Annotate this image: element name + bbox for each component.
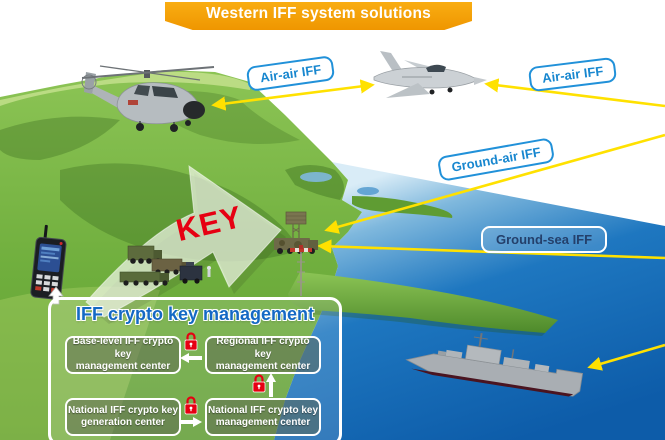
island bbox=[352, 196, 453, 218]
peninsula-shadow bbox=[306, 310, 545, 336]
padlock-icon bbox=[252, 374, 266, 393]
padlock-icon bbox=[184, 396, 198, 415]
label-text: Air-air IFF bbox=[259, 61, 323, 86]
label-text: Air-air IFF bbox=[541, 63, 605, 86]
label-text: Ground-sea IFF bbox=[496, 232, 593, 247]
flow-arrow-up-icon bbox=[266, 373, 276, 397]
box-text: National IFF crypto key bbox=[67, 404, 179, 416]
ship-link bbox=[587, 343, 665, 371]
crypto-key-management-panel: IFF crypto key management Base-level IFF… bbox=[48, 297, 342, 440]
box-text: management center bbox=[215, 361, 311, 373]
box-text: generation center bbox=[81, 417, 165, 428]
title-banner: Western IFF system solutions bbox=[165, 2, 472, 30]
box-text: National IFF crypto key bbox=[207, 404, 319, 416]
box-text: Regional IFF crypto key bbox=[216, 336, 310, 360]
sea-inlet bbox=[357, 187, 379, 195]
base-level-center-box: Base-level IFF crypto key management cen… bbox=[65, 336, 181, 374]
national-generation-center-box: National IFF crypto key generation cente… bbox=[65, 398, 181, 436]
sea-inlet bbox=[300, 172, 332, 182]
regional-center-box: Regional IFF crypto key management cente… bbox=[205, 336, 321, 374]
fighter-jet bbox=[373, 51, 487, 98]
flow-arrow-right-icon bbox=[180, 417, 202, 427]
box-text: Base-level IFF crypto key bbox=[72, 336, 174, 360]
mountain-shadow bbox=[0, 116, 120, 160]
helicopter bbox=[81, 65, 215, 132]
coast-hills bbox=[285, 165, 344, 200]
antenna-mast bbox=[290, 245, 312, 296]
ground-sea-iff-label: Ground-sea IFF bbox=[481, 226, 608, 253]
ridge-highlight bbox=[0, 71, 250, 106]
ground-air-link bbox=[324, 133, 665, 234]
handheld-crypto-terminal bbox=[30, 224, 67, 300]
panel-title: IFF crypto key management bbox=[75, 304, 315, 324]
military-vehicle-convoy bbox=[119, 245, 211, 286]
air-air-link-left bbox=[211, 79, 375, 111]
padlock-icon bbox=[184, 332, 198, 351]
peninsula bbox=[288, 272, 558, 333]
air-air-link-right bbox=[484, 78, 665, 108]
flow-arrow-left-icon bbox=[180, 353, 202, 363]
national-management-center-box: National IFF crypto key management cente… bbox=[205, 398, 321, 436]
box-text: management center bbox=[75, 361, 171, 373]
banner-title: Western IFF system solutions bbox=[206, 5, 431, 22]
box-text: management center bbox=[215, 417, 311, 428]
warship bbox=[405, 332, 584, 397]
